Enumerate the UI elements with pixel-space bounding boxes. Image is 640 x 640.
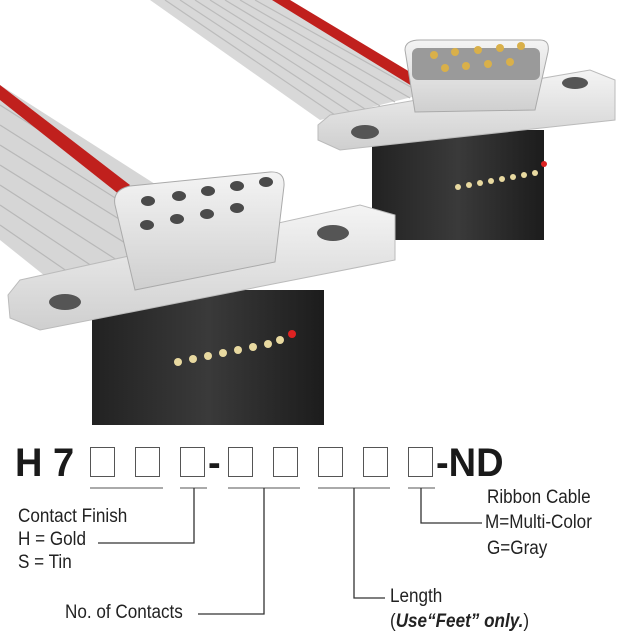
ribbon-cable-option: G=Gray	[487, 538, 548, 559]
length-note: (Use“Feet” only.)	[390, 610, 529, 634]
contact-finish-title: Contact Finish	[18, 506, 128, 527]
part-number-placeholder-box	[408, 447, 433, 477]
ribbon-cable-assembly-illustration	[0, 0, 616, 425]
contacts-label: No. of Contacts	[65, 602, 183, 623]
length-note-paren: )	[523, 611, 530, 632]
contact-finish-option: S = Tin	[18, 552, 72, 573]
part-number-placeholder-box	[135, 447, 160, 477]
length-note-paren: (	[390, 611, 396, 632]
male-dsub-connector	[317, 39, 616, 240]
female-dsub-connector	[7, 171, 396, 425]
part-number-suffix: -ND	[436, 441, 504, 485]
part-number-placeholder-box	[363, 447, 388, 477]
length-note-text: Use“Feet” only.	[395, 611, 524, 632]
ribbon-cable-title: Ribbon Cable	[487, 487, 591, 508]
length-label: Length	[390, 586, 443, 607]
ribbon-cable-option: M=Multi-Color	[485, 512, 592, 533]
part-number-placeholder-box	[180, 447, 205, 477]
part-number-prefix: H 7	[15, 441, 75, 485]
part-number-placeholder-box	[318, 447, 343, 477]
part-number-placeholder-box	[228, 447, 253, 477]
contact-finish-option: H = Gold	[18, 529, 86, 550]
ribbon-cable-back	[150, 0, 440, 120]
part-number-dash: -	[208, 441, 221, 485]
part-number-placeholder-box	[90, 447, 115, 477]
part-number-placeholder-box	[273, 447, 298, 477]
